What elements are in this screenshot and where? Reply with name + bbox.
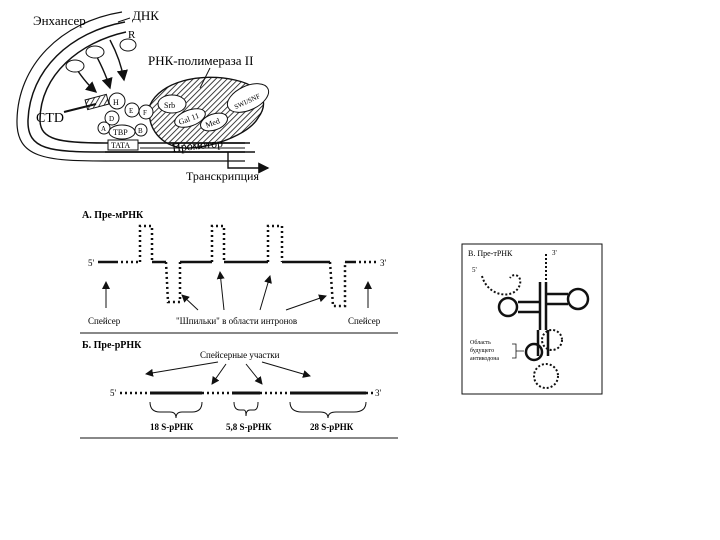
spacer-left-label: Спейсер (88, 316, 121, 326)
tf-tbp (108, 124, 136, 140)
transcription-complex-diagram: Энхансер ДНК R РНК-полимераза II CTD SWI… (16, 8, 270, 183)
arrow-hairpin-4 (285, 294, 327, 311)
f-label: F (143, 109, 147, 117)
activator-blob-1 (65, 59, 85, 73)
trna-anticodon-stem (536, 330, 550, 356)
anticodon-note-line-2: будущего (470, 347, 494, 354)
label-28s: 28 S-рРНК (310, 422, 354, 432)
b-label: B (138, 127, 143, 135)
trna-intron-loop-1 (541, 329, 563, 351)
dna-loop-outer (27, 21, 245, 153)
activator-arrow-3 (109, 39, 128, 82)
label-58s: 5,8 S-рРНК (226, 422, 272, 432)
trna-d-arm (518, 300, 540, 314)
trna-anticodon-loop (524, 342, 544, 362)
panel-b-title: Б. Пре-рРНК (82, 340, 142, 351)
tf-h (108, 92, 126, 110)
srb-label: Srb (164, 101, 175, 110)
transcription-arrow (227, 152, 270, 174)
panel-b-three-prime: 3' (375, 388, 382, 398)
panel-c-frame (461, 243, 603, 395)
hairpin-up-3 (266, 224, 284, 262)
hairpins-label: "Шпильки" в области интронов (176, 316, 297, 326)
h-label: H (113, 98, 119, 107)
tata-label: TATA (111, 141, 130, 150)
panel-b-five-prime: 5' (110, 388, 117, 398)
brace-28s (289, 401, 367, 419)
label-18s: 18 S-рРНК (150, 422, 194, 432)
ctd-hatch (84, 93, 110, 111)
panel-b-pre-rrna: Б. Пре-рРНК Спейсерные участки 5' 3' 18 … (80, 340, 398, 439)
rnk-pol-pointer (199, 67, 211, 89)
arrow-hairpin-2 (216, 271, 225, 311)
spacer-regions-label: Спейсерные участки (200, 350, 280, 360)
dna-loop-inner (39, 31, 245, 144)
anticodon-bracket (512, 343, 524, 359)
ctd-label: CTD (36, 111, 64, 126)
trna-t-arm (546, 292, 568, 306)
trna-intron-loop-2 (533, 363, 559, 389)
transcription-label: Транскрипция (186, 169, 259, 183)
panel-c-pre-trna: В. Пре-тРНК 3' 5' Область будущего антик… (461, 243, 603, 395)
arrow-hairpin-3 (259, 275, 272, 311)
activator-blob-r (119, 38, 137, 52)
trna-d-loop (497, 296, 519, 318)
tata-box (107, 139, 139, 151)
srb-blob (157, 94, 187, 114)
spacer-arrow-1 (145, 361, 219, 377)
hairpin-down-2 (328, 261, 347, 308)
promoter-label: Промотор (171, 136, 223, 155)
spacer-arrow-2 (211, 363, 227, 385)
panel-c-title: В. Пре-тРНК (468, 249, 513, 258)
tf-a (97, 121, 111, 135)
brace-58s (233, 401, 259, 417)
dna-strand-3 (16, 11, 245, 162)
anticodon-note-line-3: антикодона (470, 356, 499, 362)
brace-18s (149, 401, 203, 419)
hairpin-up-1 (138, 224, 154, 262)
swi-snf-blob (226, 83, 270, 113)
r-label: R (128, 29, 136, 41)
spacer-right-label: Спейсер (348, 316, 381, 326)
activator-blob-2 (85, 45, 105, 59)
panel-a-pre-mrna: А. Пре-мРНК 5' 3' Спейсер "Шпильки" в об… (82, 210, 387, 326)
enhancer-label: Энхансер (33, 13, 86, 28)
panel-a-three-prime: 3' (380, 258, 387, 268)
spacer-arrow-4 (261, 361, 311, 378)
trna-t-loop (566, 287, 590, 311)
hairpin-up-2 (210, 224, 226, 262)
dnk-pointer (117, 17, 131, 23)
e-label: E (129, 107, 133, 115)
med-blob (200, 112, 228, 132)
tbp-label: TBP (113, 128, 128, 137)
tf-d (104, 110, 120, 126)
hairpin-down-1 (164, 261, 182, 304)
anticodon-note-line-1: Область (470, 339, 491, 346)
tf-f (138, 104, 154, 120)
panel-a-title: А. Пре-мРНК (82, 210, 144, 221)
panel-c-five-prime: 5' (472, 266, 477, 274)
panel-c-three-prime: 3' (552, 249, 557, 257)
d-label: D (109, 115, 114, 123)
spacer-arrow-3 (245, 363, 263, 385)
dnk-label: ДНК (132, 8, 159, 23)
a-label: A (101, 125, 106, 133)
trna-acceptor-stem (538, 282, 548, 330)
gal11-blob (174, 108, 206, 128)
panel-a-five-prime: 5' (88, 258, 95, 268)
arrow-hairpin-1 (181, 294, 199, 311)
rnk-pol-label: РНК-полимераза II (148, 53, 253, 68)
trna-5-leader (481, 274, 522, 296)
